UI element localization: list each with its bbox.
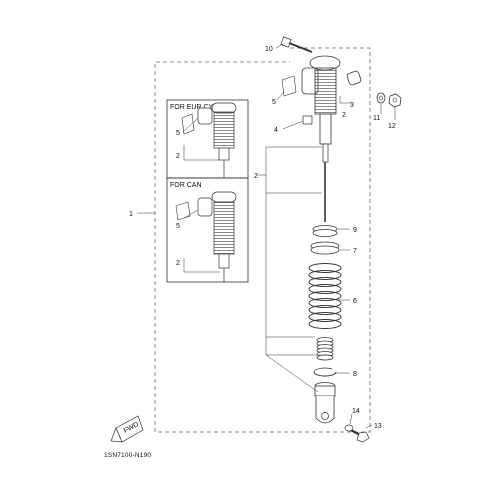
callout-5-inset2: 5 — [176, 223, 180, 230]
part-4-adjuster — [282, 115, 313, 130]
clip-8 — [313, 367, 337, 377]
callout-6: 6 — [353, 298, 357, 305]
callout-8: 8 — [353, 371, 357, 378]
assembly-outline — [154, 47, 371, 433]
lower-clevis — [314, 382, 336, 424]
fwd-arrow-icon: FWD — [110, 415, 144, 443]
callout-4: 4 — [274, 127, 278, 134]
inset-can-title: FOR CAN — [170, 182, 202, 189]
bump-rubber — [316, 337, 334, 361]
callout-1: 1 — [129, 211, 133, 218]
spring-seat-7 — [310, 241, 340, 255]
bolt-10 — [280, 36, 313, 53]
callout-9: 9 — [353, 227, 357, 234]
callout-2-inset1: 2 — [176, 153, 180, 160]
inset-eur-cyp-title: FOR EUR,CYP — [170, 104, 218, 111]
callout-11: 11 — [373, 115, 380, 122]
locknut-9 — [312, 225, 338, 237]
spring-6 — [308, 263, 342, 329]
reference-lines-2 — [258, 146, 330, 393]
part-code: 1SN7100-N190 — [104, 452, 151, 459]
washer-14 — [344, 424, 354, 432]
callout-3: 3 — [350, 102, 354, 109]
callout-5-main: 5 — [272, 99, 276, 106]
callout-2-main: 2 — [254, 173, 258, 180]
callout-2-top: 2 — [342, 112, 346, 119]
callout-14: 14 — [352, 408, 360, 415]
callout-5-inset1: 5 — [176, 130, 180, 137]
inset-eur-cyp: FOR EUR,CYP — [166, 99, 249, 179]
callout-7: 7 — [353, 248, 357, 255]
inset-can: FOR CAN — [166, 177, 249, 283]
nut-12 — [388, 93, 402, 108]
shock-absorber-body — [301, 55, 341, 222]
label-5 — [281, 75, 297, 97]
callout-13: 13 — [374, 423, 382, 430]
callout-10: 10 — [265, 46, 273, 53]
callout-12: 12 — [388, 123, 396, 130]
washer-11 — [376, 92, 386, 104]
callout-2-inset2: 2 — [176, 260, 180, 267]
bushing-3 — [339, 70, 362, 104]
leader-lines — [137, 43, 396, 429]
